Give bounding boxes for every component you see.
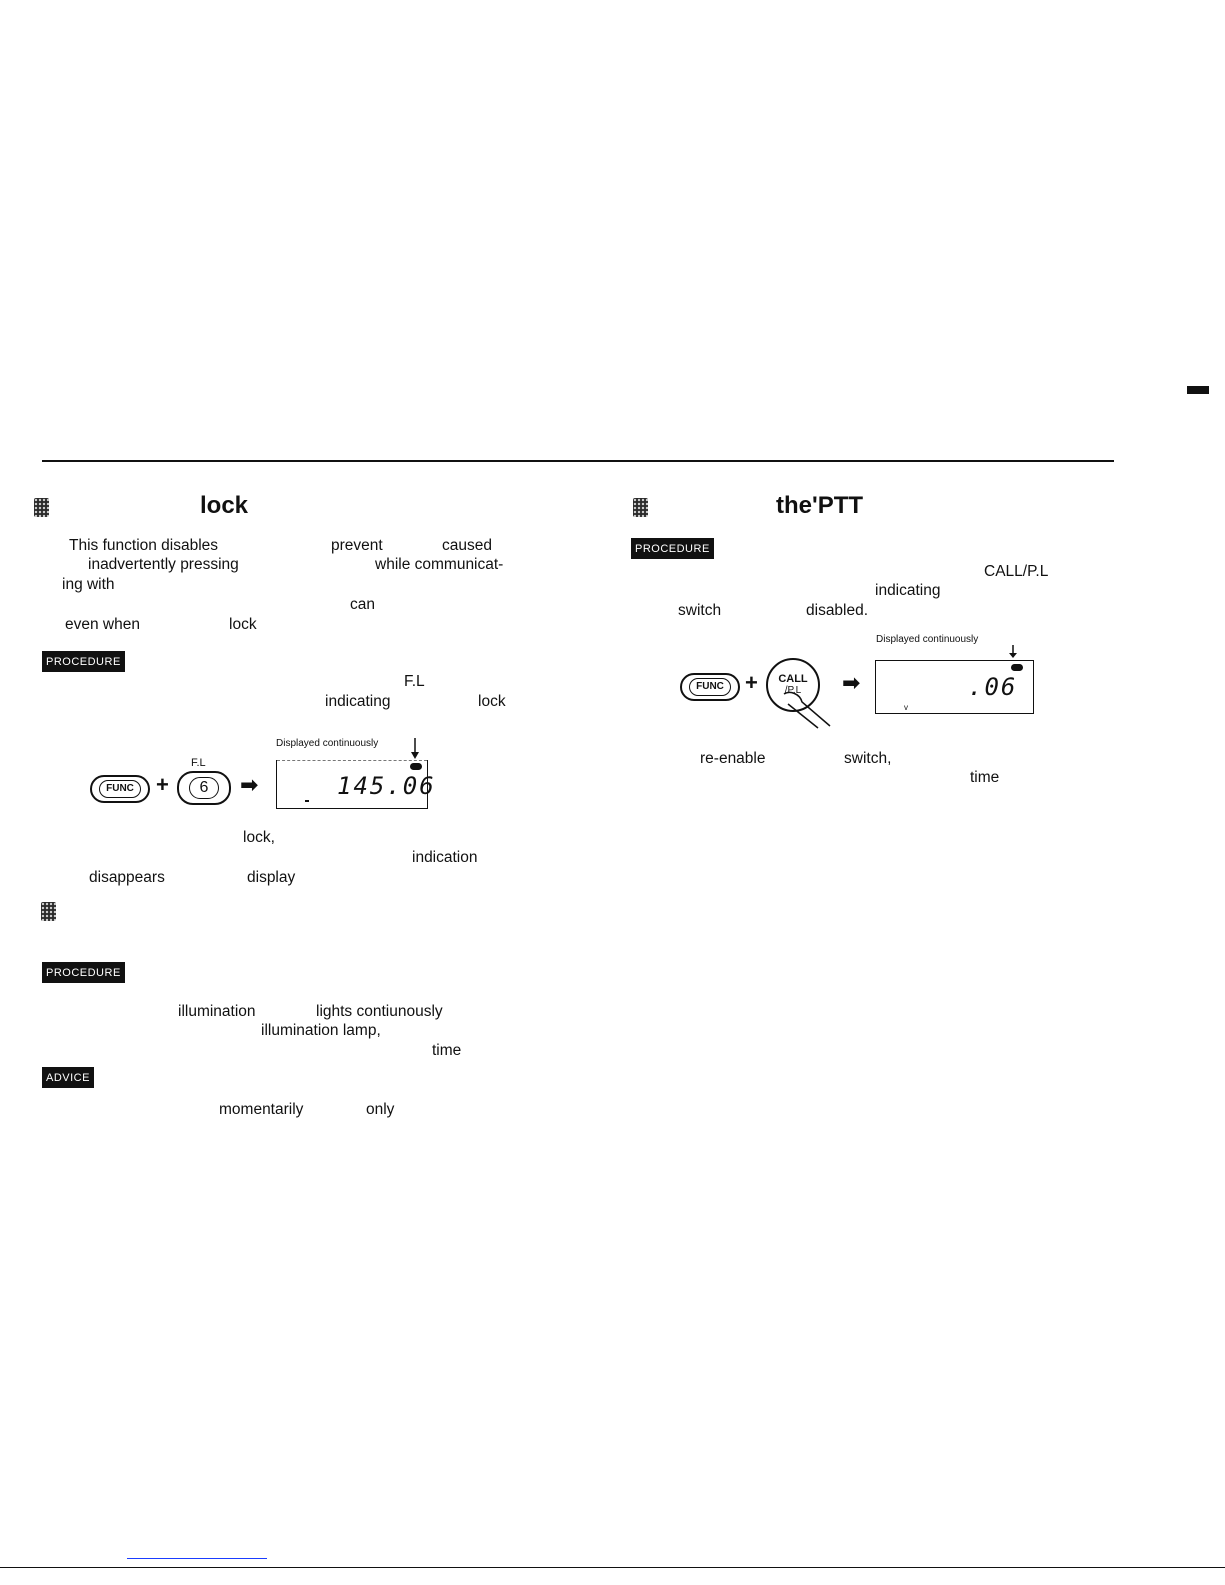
footer-link-underline <box>127 1558 267 1559</box>
procedure-text: switch <box>678 602 722 619</box>
plus-sign: + <box>745 670 758 695</box>
lcd-display: 145.06 <box>276 760 434 809</box>
procedure-tag: PROCEDURE <box>42 962 125 983</box>
down-arrow-icon <box>1009 645 1017 658</box>
lcd-dot <box>305 800 309 802</box>
lcd-mark: v <box>904 703 908 712</box>
procedure-text: indicating <box>875 582 941 599</box>
advice-tag: ADVICE <box>42 1067 94 1088</box>
intro-text: can <box>350 596 375 613</box>
after-text: display <box>247 869 296 886</box>
procedure-tag: PROCEDURE <box>42 651 125 672</box>
intro-text: even when <box>65 616 140 633</box>
section-heading-lock: lock <box>200 492 249 519</box>
intro-text: prevent <box>331 537 383 554</box>
key-6: 6 <box>177 771 231 805</box>
intro-text: inadvertently pressing <box>88 556 239 573</box>
after-text: indication <box>412 849 478 866</box>
procedure-text: indicating <box>325 693 391 710</box>
top-divider-line <box>42 460 1114 462</box>
after-text: lock, <box>243 829 275 846</box>
illumination-text: illumination lamp, <box>261 1022 381 1039</box>
finger-press-icon <box>783 691 831 729</box>
plus-sign: + <box>156 772 169 797</box>
arrow-right-icon: ➡ <box>842 670 861 695</box>
displayed-continuously-label: Displayed continuously <box>876 634 979 645</box>
lock-indicator-icon <box>410 763 422 770</box>
lcd-channel: .06 <box>968 673 1018 701</box>
down-arrow-icon <box>411 738 419 759</box>
illumination-text: lights contiunously <box>316 1003 443 1020</box>
intro-text: ing with <box>62 576 115 593</box>
intro-text: This function disables <box>69 537 219 554</box>
illumination-text: illumination <box>178 1003 256 1020</box>
lcd-display: .06 v <box>875 660 1034 714</box>
section-bullet-icon <box>34 498 49 517</box>
ptt-lock-indicator-icon <box>1011 664 1023 671</box>
procedure-text: CALL/P.L <box>984 563 1049 580</box>
intro-text: while communicat- <box>375 556 504 573</box>
reenable-text: switch, <box>844 750 892 767</box>
reenable-text: time <box>970 769 1000 786</box>
advice-text: only <box>366 1101 395 1118</box>
procedure-text: F.L <box>404 673 425 690</box>
after-text: disappears <box>89 869 165 886</box>
section-heading-ptt: the'PTT <box>776 492 864 519</box>
func-key: FUNC <box>90 775 150 803</box>
procedure-text: disabled. <box>806 602 869 619</box>
advice-text: momentarily <box>219 1101 304 1118</box>
func-key: FUNC <box>680 673 740 701</box>
intro-text: lock <box>229 616 257 633</box>
procedure-text: lock <box>478 693 506 710</box>
arrow-right-icon: ➡ <box>240 772 259 797</box>
intro-text: caused <box>442 537 492 554</box>
section-bullet-icon <box>41 902 56 921</box>
lcd-frequency: 145.06 <box>337 772 436 800</box>
section-bullet-icon <box>633 498 648 517</box>
illumination-text: time <box>432 1042 462 1059</box>
reenable-text: re-enable <box>700 750 766 767</box>
displayed-continuously-label: Displayed continuously <box>276 738 379 749</box>
footer-line <box>0 1567 1225 1568</box>
key6-top-label: F.L <box>191 757 206 769</box>
page-edge-mark <box>1187 386 1209 394</box>
lcd-top-edge <box>277 760 427 762</box>
call-pl-key: CALL /P.L <box>766 658 820 712</box>
procedure-tag: PROCEDURE <box>631 538 714 559</box>
